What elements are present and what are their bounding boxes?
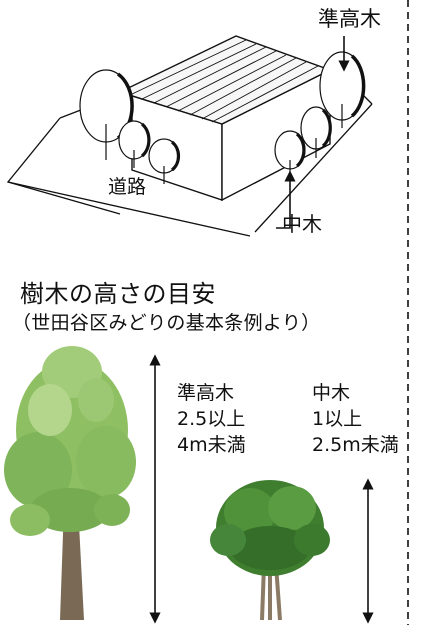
road-label: 道路: [108, 176, 147, 198]
semi-tall-tree-info: 準高木 2.5以上 4m未満: [177, 380, 246, 458]
semi-tall-tree-name: 準高木: [177, 382, 235, 404]
guide-title: 樹木の高さの目安: [20, 280, 216, 308]
medium-pointer-arrow: [276, 170, 296, 229]
medium-tree-min-height: 1以上: [312, 408, 363, 430]
guide-subtitle: （世田谷区みどりの基本条例より）: [12, 312, 321, 334]
medium-tree-picture: [210, 480, 330, 621]
semi-tall-tree-label: 準高木: [318, 7, 381, 31]
semi-tall-tree-max-height: 4m未満: [177, 434, 246, 456]
semi-tall-tree-min-height: 2.5以上: [177, 408, 246, 430]
medium-tree-label: 中木: [282, 212, 322, 236]
medium-tree-info: 中木 1以上 2.5m未満: [312, 380, 399, 458]
sketch-trees: [79, 51, 366, 184]
medium-tree-max-height: 2.5m未満: [312, 434, 399, 456]
medium-tree-name: 中木: [312, 382, 351, 404]
house: [118, 35, 332, 202]
semi-tall-tree-picture: [4, 346, 136, 620]
